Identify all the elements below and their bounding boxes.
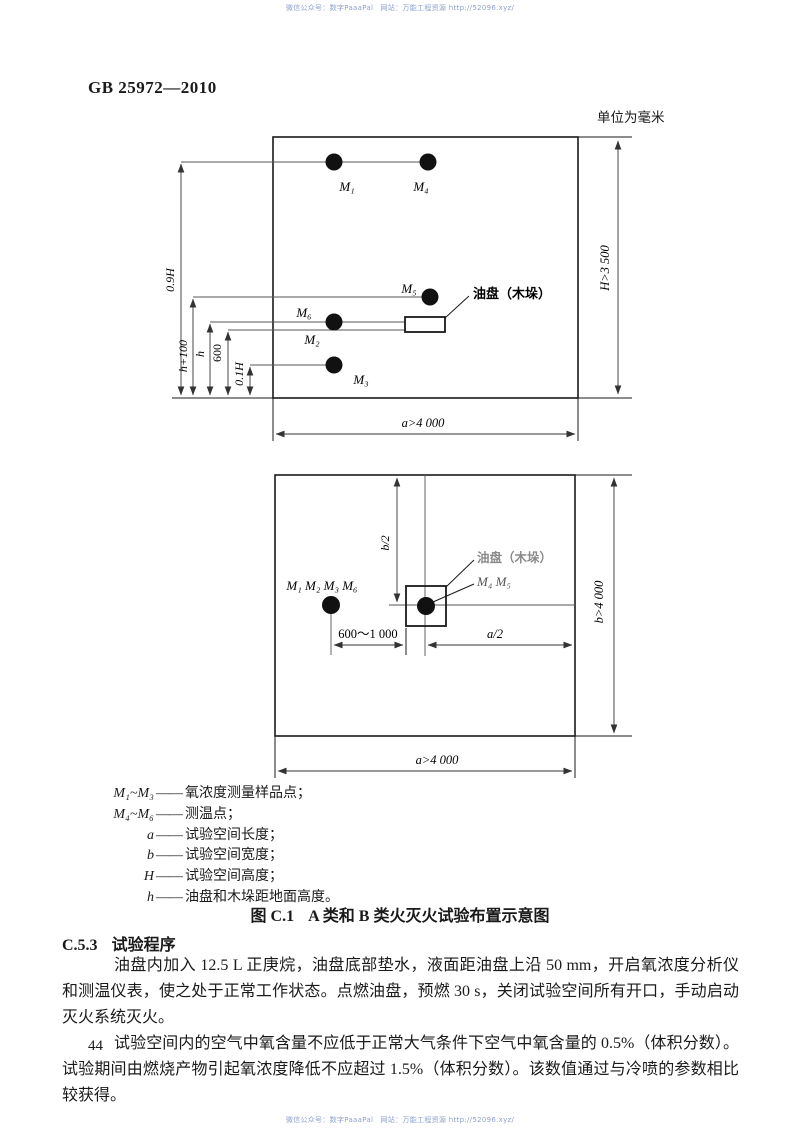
pan-label-plan: 油盘（木垛） [477,550,552,565]
plan-callout-lines [432,559,475,603]
dim-0-1h-label: 0.1H [232,361,246,386]
point-m1-dot [325,153,343,171]
body-text: 油盘内加入 12.5 L 正庚烷，油盘底部垫水，液面距油盘上沿 50 mm，开启… [62,953,739,1109]
dim-half-b-label: b/2 [378,535,392,550]
dim-0-9h-label: 0.9H [163,267,177,292]
legend-row-b: b —— 试验空间宽度； [62,844,339,865]
legend-row-m4-m6: M₄~M₆ —— 测温点； [62,803,339,824]
legend-description: 测温点； [185,806,241,822]
dim-room-height-label: H>3 500 [598,244,612,291]
figure-caption: 图 C.1 A 类和 B 类火灭火试验布置示意图 [0,902,800,926]
legend-symbol: M₁~M₃ [113,786,154,801]
point-m3-dot [325,356,343,374]
legend-symbol: M₄~M₆ [113,806,154,822]
legend-symbol: h [147,889,154,905]
plan-diagram: M₁ M₂ M₃ M₆ 油盘（木垛） M₄ M₅ b/2 b>4 000 600… [274,474,632,778]
legend-dash: —— [156,786,183,801]
dim-600-label: 600 [210,344,224,362]
legend-row-m1-m3: M₁~M₃ —— 氧浓度测量样品点； [62,782,339,803]
point-m5-label: M₅ [400,281,416,296]
dim-room-length-label: a>4 000 [402,416,446,430]
dim-room-width-label: b>4 000 [592,580,606,624]
point-m6-label: M₆ [295,305,311,320]
dim-h-plus-100-label: h+100 [176,340,190,372]
legend-symbol: H [143,869,154,885]
dim-h-label: h [193,351,207,357]
fuel-pan-plan [405,585,447,627]
legend-row-a: a —— 试验空间长度； [62,824,339,845]
elevation-diagram: M₁ M₄ M₅ M₆ M₂ M₃ 油盘（木垛） 0.9H h+100 h 60… [163,136,632,441]
standard-number: GB 25972—2010 [88,78,217,97]
legend-dash: —— [156,848,183,864]
point-m2-label: M₂ [303,332,320,347]
left-points-dot [322,596,340,614]
point-m5-dot [421,288,439,306]
point-m4-label: M₄ [412,179,429,194]
elevation-room-outline [272,136,579,399]
unit-note: 单位为毫米 [597,110,665,125]
legend-description: 氧浓度测量样品点； [185,786,311,801]
center-points-label: M₄ M₅ [476,574,511,589]
pan-label: 油盘（木垛） [473,286,551,301]
watermark-bottom: 微信公众号：数字PaaaPal 网站：万能工程资源 http://52096.x… [285,1116,515,1124]
center-points-dot [417,597,435,615]
legend-description: 试验空间高度； [185,869,283,885]
elevation-extension-lines [172,136,632,441]
dim-room-length-plan-label: a>4 000 [416,753,460,767]
paragraph: 油盘内加入 12.5 L 正庚烷，油盘底部垫水，液面距油盘上沿 50 mm，开启… [62,957,739,1026]
legend-row-H: H —— 试验空间高度； [62,865,339,886]
legend-dash: —— [156,806,183,822]
legend-row-h: h —— 油盘和木垛距地面高度。 [62,886,339,907]
point-m4-dot [419,153,437,171]
point-m1-label: M₁ [338,179,354,194]
plan-dimension-lines [277,477,618,775]
section-title: 试验程序 [111,937,176,954]
legend-symbol: a [147,827,154,843]
elevation-measurement-points [325,153,439,374]
fuel-pan [404,316,446,333]
watermark-top: 微信公众号：数字PaaaPal 网站：万能工程资源 http://52096.x… [285,4,515,12]
figure-title: A 类和 B 类火灭火试验布置示意图 [308,908,550,925]
legend-description: 油盘和木垛距地面高度。 [185,889,339,905]
legend-description: 试验空间长度； [185,827,283,843]
legend-description: 试验空间宽度； [185,848,283,864]
legend-dash: —— [156,869,183,885]
dim-offset-label: 600～1 000 [338,627,397,641]
figure-legend: M₁~M₃ —— 氧浓度测量样品点； M₄~M₆ —— 测温点； a —— 试验… [62,782,339,907]
dim-half-a-label: a/2 [487,627,503,641]
legend-dash: —— [156,889,183,905]
section-heading: C.5.3 试验程序 [62,931,176,955]
point-m6-dot [325,313,343,331]
paragraph: 试验空间内的空气中氧含量不应低于正常大气条件下空气中氧含量的 0.5%（体积分数… [62,1035,739,1104]
pan-callout-line [444,295,470,319]
legend-symbol: b [147,848,154,864]
section-number: C.5.3 [62,937,98,954]
elevation-reference-lines [181,161,430,366]
page-number: 44 [88,1038,103,1054]
plan-extension-lines [274,474,632,778]
legend-dash: —— [156,827,183,843]
elevation-dimension-lines [177,140,622,438]
left-points-label: M₁ M₂ M₃ M₆ [285,578,357,593]
figure-number: 图 C.1 [250,908,295,925]
point-m3-label: M₃ [352,372,368,387]
